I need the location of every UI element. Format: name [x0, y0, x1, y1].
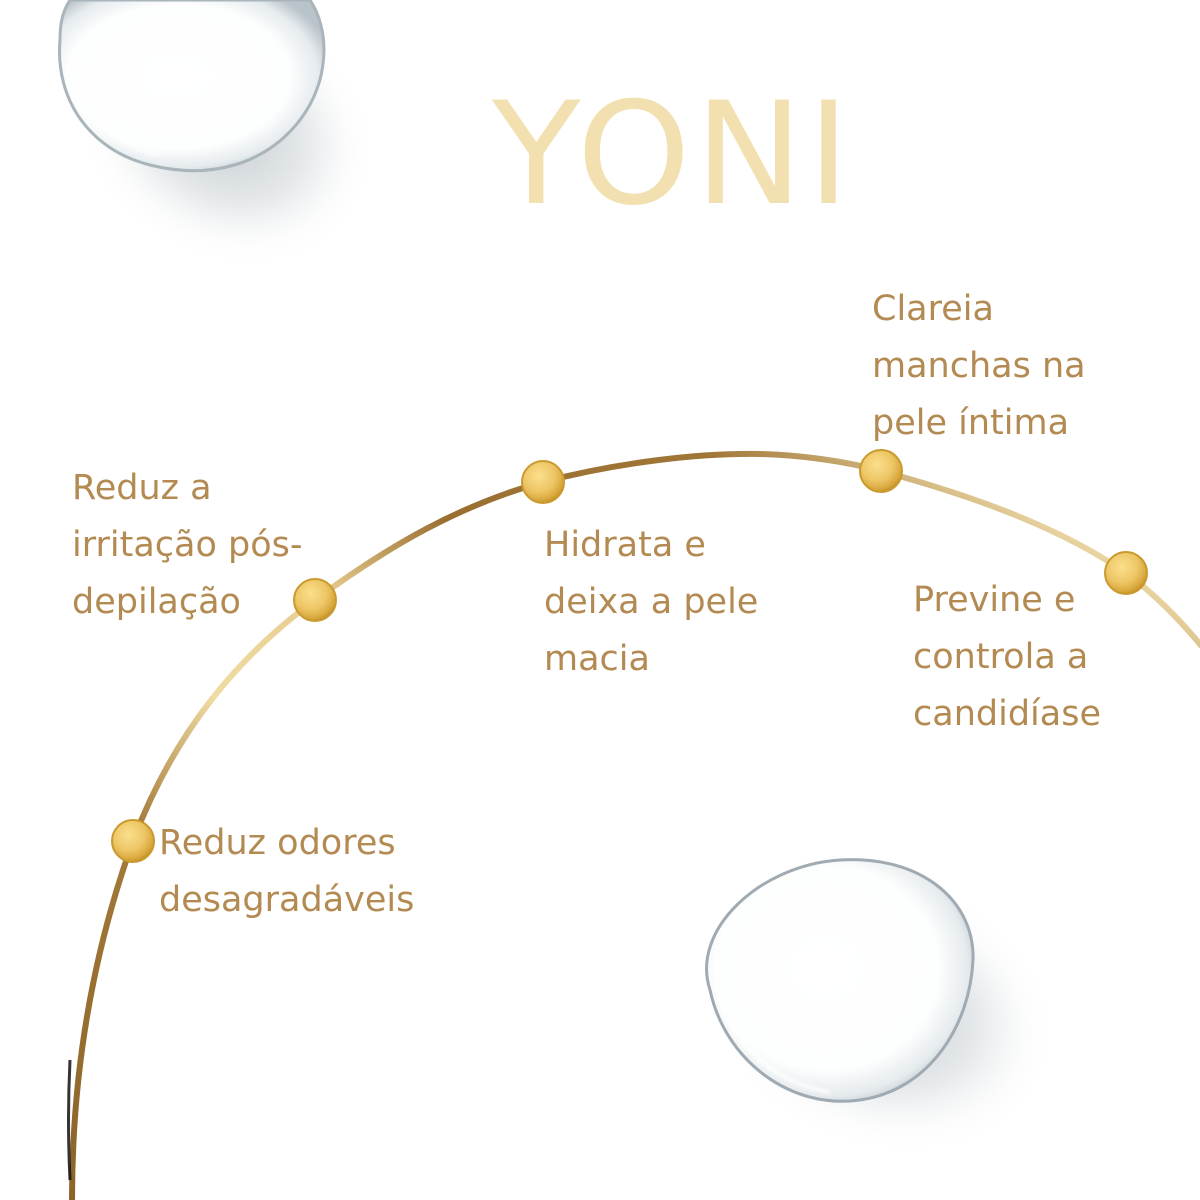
- benefit-line: depilação: [72, 582, 241, 622]
- benefit-line: pele íntima: [872, 403, 1070, 443]
- benefit-lighten: Clareia manchas na pele íntima: [872, 281, 1086, 452]
- water-droplet-top-left: [58, 0, 369, 259]
- benefit-line: controla a: [913, 637, 1089, 677]
- benefit-line: irritação pós-: [72, 525, 303, 565]
- benefit-candidiasis: Previne e controla a candidíase: [913, 572, 1101, 743]
- benefit-line: manchas na: [872, 346, 1086, 386]
- benefit-line: Reduz a: [72, 468, 212, 508]
- gold-dot-candidiasis: [1104, 551, 1148, 595]
- benefit-line: desagradáveis: [159, 880, 415, 920]
- water-droplet-bottom-right: [705, 858, 1051, 1147]
- benefit-line: Clareia: [872, 289, 994, 329]
- brand-title: YONI: [492, 72, 854, 237]
- benefit-irritation: Reduz a irritação pós- depilação: [72, 460, 303, 631]
- benefit-line: Hidrata e: [544, 525, 706, 565]
- gold-dot-irritation: [293, 578, 337, 622]
- benefit-hydrate: Hidrata e deixa a pele macia: [544, 517, 758, 688]
- benefit-line: Reduz odores: [159, 823, 396, 863]
- benefit-line: Previne e: [913, 580, 1076, 620]
- gold-dot-hydrate: [521, 460, 565, 504]
- gold-dot-lighten: [859, 449, 903, 493]
- gold-dot-odors: [111, 819, 155, 863]
- benefit-odors: Reduz odores desagradáveis: [159, 815, 414, 929]
- benefit-line: macia: [544, 639, 650, 679]
- benefit-line: deixa a pele: [544, 582, 759, 622]
- benefit-line: candidíase: [913, 694, 1101, 734]
